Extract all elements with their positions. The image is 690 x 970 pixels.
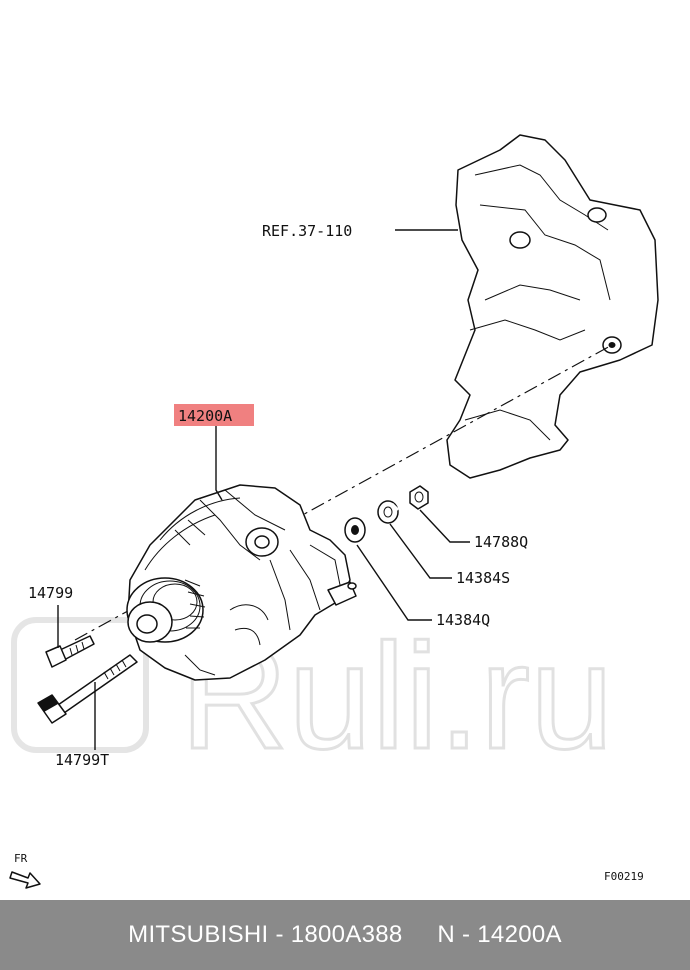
leader-washer-s [389, 523, 452, 579]
label-nut[interactable]: 14788Q [474, 533, 528, 551]
watermark-logo-icon [11, 617, 149, 753]
alternator-icon [126, 484, 357, 681]
footer-text: MITSUBISHI - 1800A388 N - 14200A [128, 921, 562, 948]
footer-bar: MITSUBISHI - 1800A388 N - 14200A [0, 900, 690, 970]
engine-bracket-icon [446, 134, 659, 479]
leader-main-part [215, 426, 223, 501]
label-front: FR [14, 852, 28, 865]
label-washer-q[interactable]: 14384Q [436, 611, 490, 629]
label-washer-s[interactable]: 14384S [456, 569, 510, 587]
label-bolt-long[interactable]: 14799T [55, 751, 109, 769]
label-ref: REF.37-110 [262, 222, 352, 240]
front-arrow-icon [9, 871, 41, 889]
washer-q-icon [344, 517, 366, 543]
bolt-long-icon [37, 654, 138, 724]
bolt-short-icon [45, 635, 95, 668]
main-part-highlight [174, 404, 254, 426]
label-main-part[interactable]: 14200A [178, 407, 232, 425]
label-bolt-short[interactable]: 14799 [28, 584, 73, 602]
nut-icon [409, 485, 429, 510]
leader-nut [419, 509, 470, 543]
parts-diagram: Ruli.ru [9, 134, 659, 889]
figure-code: F00219 [604, 870, 644, 883]
leader-washer-q [356, 544, 432, 621]
washer-s-icon [377, 500, 400, 524]
